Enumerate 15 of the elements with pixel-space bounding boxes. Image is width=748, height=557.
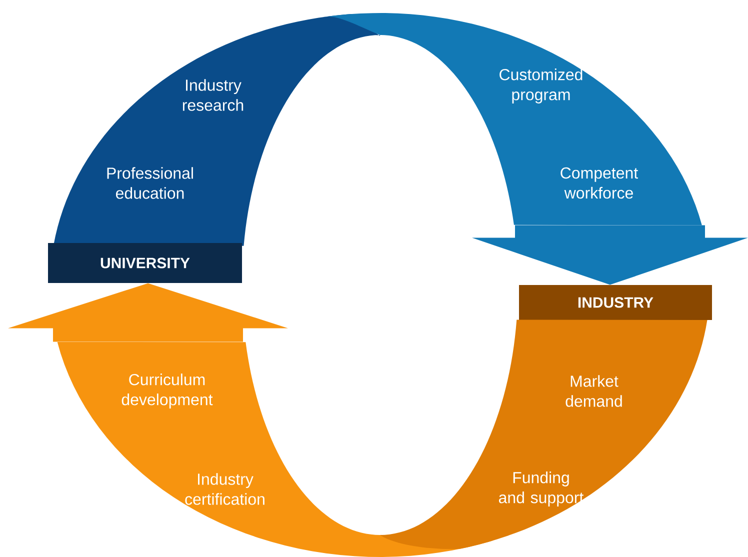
arrow-band [53,14,380,246]
band-label: Curriculum development [122,374,213,408]
arrow [8,283,288,342]
band-label: Customized program [500,68,582,104]
label-bar: INDUSTRY [519,285,712,320]
arrow-band [57,342,493,557]
arrow [472,225,748,285]
band-label: Competent workforce [560,167,638,199]
band-label: Market demand [566,375,622,407]
arrow-band [380,320,708,550]
arrow-band [322,13,702,226]
band-label: Industry certification [185,473,264,505]
label-bar: UNIVERSITY [48,243,242,283]
band-label: Industry research [182,79,244,111]
band-label: Professional education [107,167,193,199]
